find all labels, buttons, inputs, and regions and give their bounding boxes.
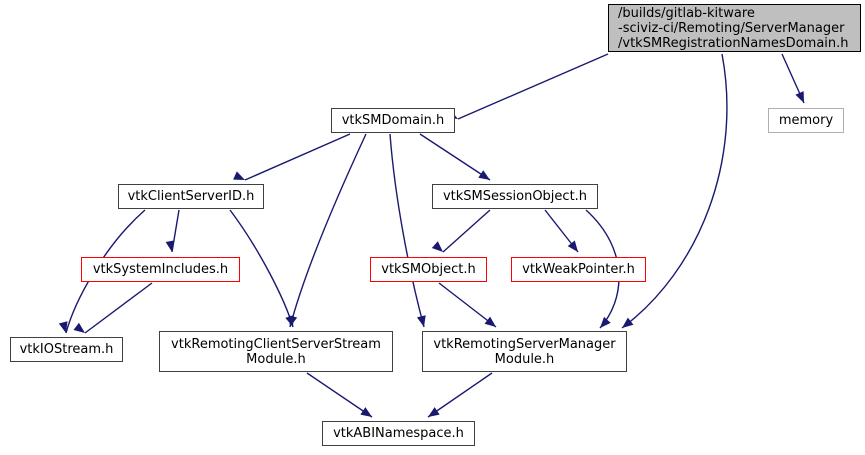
graph-edge-vtkSMObject-to-vtkRemotingServerManagerModule [438,282,497,328]
graph-arrowhead-vtkSMSessionObject-to-vtkSMObject [431,241,443,252]
graph-node-vtkSMObject[interactable]: vtkSMObject.h [370,257,487,282]
graph-node-vtkSMSessionObject[interactable]: vtkSMSessionObject.h [432,184,598,209]
graph-arrowhead-vtkClientServerID-to-vtkSystemIncludes [165,240,175,252]
graph-arrowhead-root-to-memory [795,91,804,103]
graph-edge-vtkSMSessionObject-to-vtkSMObject [442,209,491,253]
graph-node-vtkWeakPointer[interactable]: vtkWeakPointer.h [511,257,646,282]
graph-node-memory[interactable]: memory [768,108,844,133]
graph-arrowhead-vtkClientServerID-to-vtkRemotingClientServerStreamModule [285,315,294,327]
graph-node-vtkSMDomain[interactable]: vtkSMDomain.h [331,108,455,133]
graph-node-vtkSystemIncludes[interactable]: vtkSystemIncludes.h [81,257,240,282]
graph-node-vtkABINamespace[interactable]: vtkABINamespace.h [322,421,475,446]
graph-arrowhead-vtkSMDomain-to-vtkRemotingServerManagerModule [416,315,426,327]
graph-arrowhead-vtkSMDomain-to-vtkClientServerID [233,171,245,180]
graph-edge-root-to-vtkRemotingServerManagerModule [621,53,728,329]
graph-edge-vtkSystemIncludes-to-vtkIOStream [84,282,153,334]
graph-edge-vtkSMDomain-to-vtkClientServerID [244,133,351,181]
graph-arrowhead-vtkSMObject-to-vtkRemotingServerManagerModule [484,316,496,327]
graph-arrowhead-root-to-vtkRemotingServerManagerModule [622,317,634,328]
graph-node-vtkClientServerID[interactable]: vtkClientServerID.h [118,184,264,209]
graph-arrowhead-vtkSMSessionObject-to-vtkWeakPointer [567,240,578,252]
graph-edge-vtkSMDomain-to-vtkRemotingClientServerStreamModule [289,133,367,328]
graph-node-vtkRemotingServerManagerModule[interactable]: vtkRemotingServerManager Module.h [422,331,627,372]
graph-arrowhead-vtkSMDomain-to-vtkSMSessionObject [478,170,490,180]
graph-edge-vtkRemotingServerManagerModule-to-vtkABINamespace [427,372,493,418]
graph-node-root: /builds/gitlab-kitware -sciviz-ci/Remoti… [608,4,861,52]
graph-edge-root-to-vtkSMDomain [457,53,609,120]
graph-arrowhead-vtkRemotingServerManagerModule-to-vtkABINamespace [428,407,440,417]
graph-arrowhead-vtkClientServerID-to-vtkIOStream [58,321,68,333]
graph-edge-vtkRemotingClientServerStreamModule-to-vtkABINamespace [306,372,373,418]
graph-arrowhead-vtkRemotingClientServerStreamModule-to-vtkABINamespace [360,407,372,417]
graph-arrowhead-vtkSMSessionObject-to-vtkRemotingServerManagerModule [600,316,611,328]
graph-node-vtkRemotingClientServerStreamModule[interactable]: vtkRemotingClientServerStream Module.h [159,331,393,372]
graph-edge-vtkSMDomain-to-vtkSMSessionObject [419,133,491,181]
graph-edge-vtkSMDomain-to-vtkRemotingServerManagerModule [389,133,425,328]
graph-node-vtkIOStream[interactable]: vtkIOStream.h [10,337,123,362]
graph-arrowhead-vtkSystemIncludes-to-vtkIOStream [73,322,85,333]
